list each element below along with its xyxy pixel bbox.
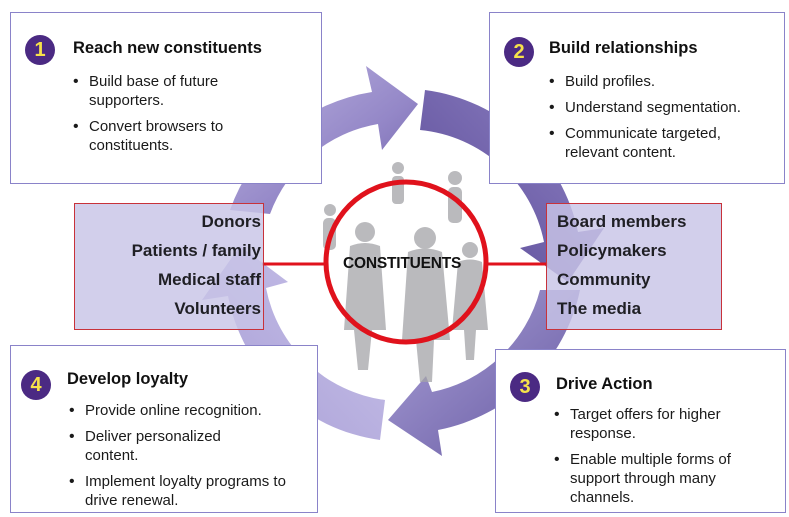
left-constituent-group: Donors Patients / family Medical staff V…: [74, 203, 264, 330]
list-item: Convert browsers to constituents.: [71, 117, 239, 155]
group-item-patients-family: Patients / family: [131, 241, 261, 260]
step-3-box: 3 Drive Action Target offers for higher …: [495, 349, 786, 513]
step-2-bullets: Build profiles. Understand segmentation.…: [547, 72, 777, 169]
step-1-box: 1 Reach new constituents Build base of f…: [10, 12, 322, 184]
list-item: Deliver personalized content.: [67, 427, 255, 465]
step-2-number: 2: [504, 37, 534, 67]
group-item-donors: Donors: [201, 212, 262, 231]
center-label: CONSTITUENTS: [343, 255, 462, 272]
step-4-title: Develop loyalty: [67, 370, 189, 388]
group-item-board-members: Board members: [557, 212, 687, 231]
list-item: Communicate targeted, relevant content.: [547, 124, 765, 162]
group-item-medical-staff: Medical staff: [158, 270, 261, 289]
group-item-volunteers: Volunteers: [174, 299, 261, 318]
constituents-ring: [323, 179, 489, 345]
step-3-number: 3: [510, 372, 540, 402]
step-1-bullets: Build base of future supporters. Convert…: [71, 72, 291, 162]
group-item-community: Community: [557, 270, 651, 289]
list-item: Build base of future supporters.: [71, 72, 291, 110]
group-item-the-media: The media: [557, 299, 642, 318]
step-4-bullets: Provide online recognition. Deliver pers…: [67, 401, 307, 517]
step-2-box: 2 Build relationships Build profiles. Un…: [489, 12, 785, 184]
step-3-title: Drive Action: [556, 375, 653, 393]
step-4-number: 4: [21, 370, 51, 400]
list-item: Understand segmentation.: [547, 98, 777, 117]
group-item-policymakers: Policymakers: [557, 241, 667, 260]
cycle-arrow-bottom-right: [388, 290, 580, 456]
step-4-box: 4 Develop loyalty Provide online recogni…: [10, 345, 318, 513]
list-item: Enable multiple forms of support through…: [552, 450, 780, 507]
step-2-title: Build relationships: [549, 39, 698, 57]
list-item: Provide online recognition.: [67, 401, 307, 420]
step-1-number: 1: [25, 35, 55, 65]
list-item: Build profiles.: [547, 72, 777, 91]
step-1-title: Reach new constituents: [73, 39, 262, 57]
step-3-bullets: Target offers for higher response. Enabl…: [552, 405, 780, 514]
list-item: Implement loyalty programs to drive rene…: [67, 472, 305, 510]
list-item: Target offers for higher response.: [552, 405, 780, 443]
right-constituent-group: Board members Policymakers Community The…: [546, 203, 722, 330]
